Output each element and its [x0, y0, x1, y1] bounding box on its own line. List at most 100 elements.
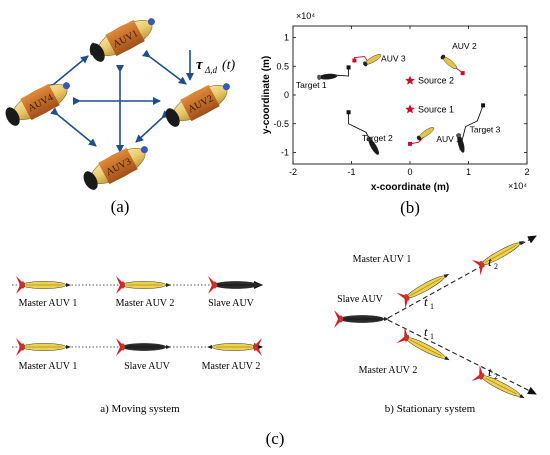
target3-trajectory: [459, 105, 484, 150]
time-label-t1-upper: t 1: [424, 294, 434, 311]
time-label-t2-lower: t 2: [488, 364, 498, 381]
row2-label-3: Master AUV 2: [202, 361, 261, 372]
auv2-vehicle: AUV2: [165, 83, 230, 127]
moving-vehicles: [16, 276, 263, 356]
auv3-glyph-tail: [363, 61, 368, 67]
stationary-master1-t2: [471, 240, 525, 276]
source-star: [405, 104, 415, 114]
svg-text:1: 1: [430, 302, 434, 311]
row2-master2-auv-nose: [207, 345, 212, 349]
row2-slave-auv-fins: [116, 338, 124, 356]
stationary-slave-auv-collar: [339, 315, 343, 323]
svg-text:2: 2: [494, 262, 498, 271]
auv2-chart-label: AUV 2: [452, 41, 477, 51]
stationary-master2-t1: [396, 327, 450, 361]
stationary-master1-t1: [396, 273, 450, 309]
row1-slave-auv: [208, 276, 263, 294]
row1-slave-auv-fins: [208, 276, 216, 294]
x-axis-label: x-coordinate (m): [371, 182, 449, 193]
stationary-master1-t1-collar: [404, 293, 410, 301]
x-tick-label: 2: [524, 167, 529, 177]
x-exponent: ×10⁴: [508, 181, 527, 191]
svg-text:t: t: [488, 254, 492, 269]
stationary-master1-t2-fins: [471, 259, 484, 276]
target2-glyph-tail: [366, 136, 372, 142]
y-tick-label: 0.5: [276, 61, 289, 71]
svg-text:2: 2: [494, 372, 498, 381]
stationary-master2-label: Master AUV 2: [359, 365, 418, 376]
source-label: Source 1: [418, 104, 454, 114]
panel-b-caption: (b): [400, 198, 420, 217]
row2-master2-auv: [207, 338, 262, 356]
auv2-glyph: [440, 54, 458, 70]
row1-label-2: Master AUV 2: [116, 298, 175, 309]
target1-glyph-tail: [317, 74, 322, 80]
row2-label-2: Slave AUV: [124, 361, 171, 372]
stationary-master2-t1-fins: [396, 327, 409, 344]
x-tick-label: -2: [289, 167, 297, 177]
row1-slave-auv-nose: [258, 283, 263, 287]
stationary-master2-t1-stripe: [409, 339, 442, 357]
target2-glyph: [366, 136, 379, 155]
row1-master1-auv-nose: [66, 283, 71, 287]
target3-label: Target 3: [470, 124, 501, 134]
auv1-start-marker: [408, 141, 412, 146]
stationary-master2-t2-nose: [519, 394, 525, 399]
stationary-slave-auv-fins: [334, 310, 342, 328]
y-exponent: ×10⁴: [296, 11, 315, 21]
row1-master1-auv-collar: [21, 281, 25, 289]
auv1-glyph-tail: [416, 135, 422, 141]
stationary-master2-t2-stripe: [484, 377, 517, 395]
row1-master2-auv-fins: [116, 276, 124, 294]
delay-label: τ Δ,d (t): [196, 57, 236, 75]
row1-master1-auv-fins: [16, 276, 24, 294]
stationary-master1-t2-collar: [479, 260, 485, 268]
y-tick-label: -1: [281, 148, 289, 158]
row1-label-3: Slave AUV: [208, 298, 255, 309]
row1-master1-auv: [16, 276, 71, 294]
stationary-master2-t1-nose: [444, 356, 450, 361]
target1-start-marker: [346, 65, 351, 70]
panel-a-caption: (a): [111, 197, 130, 216]
stationary-master1-t1-nose: [443, 273, 450, 279]
row2-slave-auv-collar: [121, 343, 125, 351]
panel-a: τ Δ,d (t) AUV1 AUV4 AUV2: [5, 18, 236, 216]
panel-c-caption: (c): [266, 429, 285, 448]
row2-master2-auv-collar: [253, 343, 257, 351]
y-tick-label: -0.5: [273, 119, 289, 129]
stationary-slave-auv-nose: [384, 317, 389, 321]
stationary-master2-t2: [471, 365, 525, 399]
stationary-master2-t2-collar: [479, 372, 485, 380]
target2-label: Target 2: [362, 133, 393, 143]
row2-master1-auv-collar: [21, 343, 25, 351]
plot-frame: [292, 25, 528, 165]
x-tick-label: 1: [466, 167, 471, 177]
row2-master1-auv: [16, 338, 71, 356]
y-axis-label: y-coordinate (m): [261, 56, 272, 134]
stationary-slave-auv: [334, 310, 389, 328]
time-label-t1-lower: t 1: [424, 324, 434, 341]
row2-slave-auv-nose: [166, 345, 171, 349]
delay-argument: (t): [222, 58, 236, 73]
stationary-master1-t1-stripe: [409, 277, 442, 297]
row1-master2-auv-collar: [121, 281, 125, 289]
svg-text:1: 1: [430, 332, 434, 341]
auv3-vehicle: AUV3: [83, 146, 148, 190]
x-tick-label: 0: [407, 167, 412, 177]
auv2-start-marker: [460, 71, 465, 76]
row1-master2-auv-nose: [166, 283, 171, 287]
row2-label-1: Master AUV 1: [19, 361, 78, 372]
row1-slave-auv-collar: [213, 281, 217, 289]
stationary-slave-label: Slave AUV: [337, 294, 384, 305]
target1-label: Target 1: [296, 80, 327, 90]
row2-master1-auv-nose: [66, 345, 71, 349]
stationary-master1-label: Master AUV 1: [353, 254, 412, 265]
auv3-start-marker: [352, 58, 357, 63]
stationary-master1-t2-nose: [518, 240, 525, 246]
auv2-glyph-tail: [440, 54, 446, 60]
svg-text:t: t: [488, 364, 492, 379]
svg-text:t: t: [424, 324, 428, 339]
